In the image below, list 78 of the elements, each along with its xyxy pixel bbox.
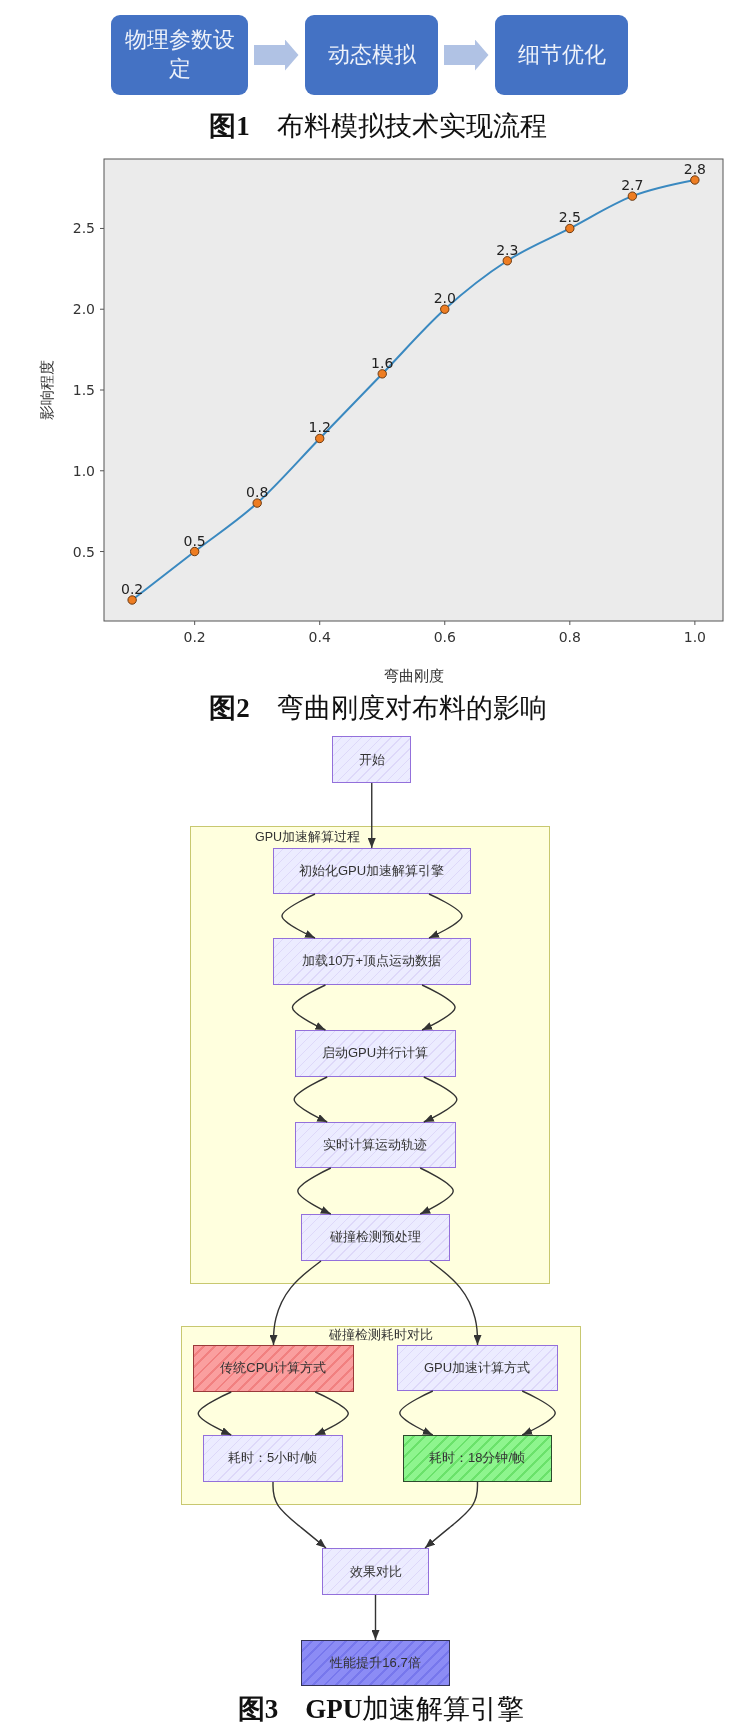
axis-title: 影响程度 <box>38 360 56 420</box>
arrow <box>419 1167 454 1215</box>
value-label: 1.2 <box>308 419 331 436</box>
node-label: GPU加速计算方式 <box>423 1359 531 1376</box>
tick-label: 2.0 <box>72 301 95 318</box>
process-step-box <box>495 15 628 95</box>
node-label: 传统CPU计算方式 <box>220 1360 326 1376</box>
node-label: 物理参数设定 <box>123 26 236 83</box>
process-box <box>300 1213 450 1261</box>
node-label: 耗时：18分钟/帧 <box>428 1450 526 1466</box>
node-label: 开始 <box>358 751 385 768</box>
process-box <box>402 1434 552 1482</box>
process-box <box>396 1344 558 1391</box>
node-label: 动态模拟 <box>327 40 416 69</box>
arrow <box>197 1391 232 1436</box>
arrow <box>399 1390 434 1436</box>
node-label: 细节优化 <box>517 40 606 69</box>
tick-label: 0.5 <box>72 543 95 560</box>
node-label: 性能提升16.7倍 <box>330 1655 421 1671</box>
tick-label: 1.0 <box>683 629 706 645</box>
tick-label: 1.5 <box>72 382 95 398</box>
value-label: 0.2 <box>121 581 144 597</box>
arrow <box>371 1594 380 1641</box>
value-label: 2.0 <box>433 290 456 307</box>
node-label: 初始化GPU加速解算引擎 <box>298 862 445 879</box>
value-label: 2.5 <box>558 209 581 226</box>
process-box <box>294 1029 456 1077</box>
group-container <box>190 826 550 1284</box>
group-container <box>181 1326 581 1505</box>
node-label: 实时计算运动轨迹 <box>323 1136 427 1153</box>
arrow <box>297 1167 332 1215</box>
block-arrow <box>254 39 299 71</box>
process-box <box>294 1121 456 1168</box>
process-step-box <box>111 15 248 95</box>
figure-caption: 图2 弯曲刚度对布料的影响 <box>209 693 547 723</box>
process-box <box>301 1640 450 1686</box>
arrow <box>314 1391 349 1436</box>
arrow <box>521 1390 556 1436</box>
process-box <box>192 1344 354 1392</box>
arrow <box>429 1260 482 1346</box>
tick-label: 2.5 <box>72 220 95 237</box>
arrow <box>291 984 327 1031</box>
tick-label: 0.4 <box>308 629 331 645</box>
arrow <box>367 782 376 849</box>
group-title: 碰撞检测耗时对比 <box>329 1328 433 1342</box>
arrow <box>281 893 316 939</box>
tick-label: 0.6 <box>433 629 456 645</box>
value-label: 0.5 <box>183 532 206 549</box>
node-label: 碰撞检测预处理 <box>329 1229 421 1245</box>
process-box <box>272 847 471 894</box>
arrow <box>272 1481 327 1549</box>
arrow <box>428 893 463 939</box>
axis-title: 弯曲刚度 <box>383 667 444 685</box>
value-label: 2.7 <box>621 177 644 194</box>
arrow <box>269 1260 322 1346</box>
value-label: 2.3 <box>496 241 519 258</box>
tick-label: 0.8 <box>558 629 581 645</box>
tick-label: 1.0 <box>72 462 95 479</box>
process-box <box>202 1434 343 1482</box>
group-title: GPU加速解算过程 <box>255 830 361 844</box>
value-label: 2.8 <box>683 161 706 177</box>
arrow <box>424 1481 479 1549</box>
value-label: 0.8 <box>246 484 269 501</box>
block-arrow <box>444 39 489 71</box>
arrow <box>293 1076 328 1123</box>
node-label: 效果对比 <box>349 1563 402 1580</box>
process-box <box>332 736 411 783</box>
arrow <box>423 1076 458 1123</box>
value-label: 1.6 <box>371 354 394 371</box>
figure-caption: 图1 布料模拟技术实现流程 <box>209 111 547 141</box>
tick-label: 0.2 <box>183 629 206 645</box>
arrow <box>421 984 456 1031</box>
node-label: 启动GPU并行计算 <box>321 1045 429 1061</box>
process-box <box>322 1548 429 1595</box>
node-label: 加载10万+顶点运动数据 <box>301 953 442 969</box>
process-box <box>272 937 471 985</box>
node-label: 耗时：5小时/帧 <box>228 1450 317 1466</box>
process-step-box <box>305 15 438 95</box>
